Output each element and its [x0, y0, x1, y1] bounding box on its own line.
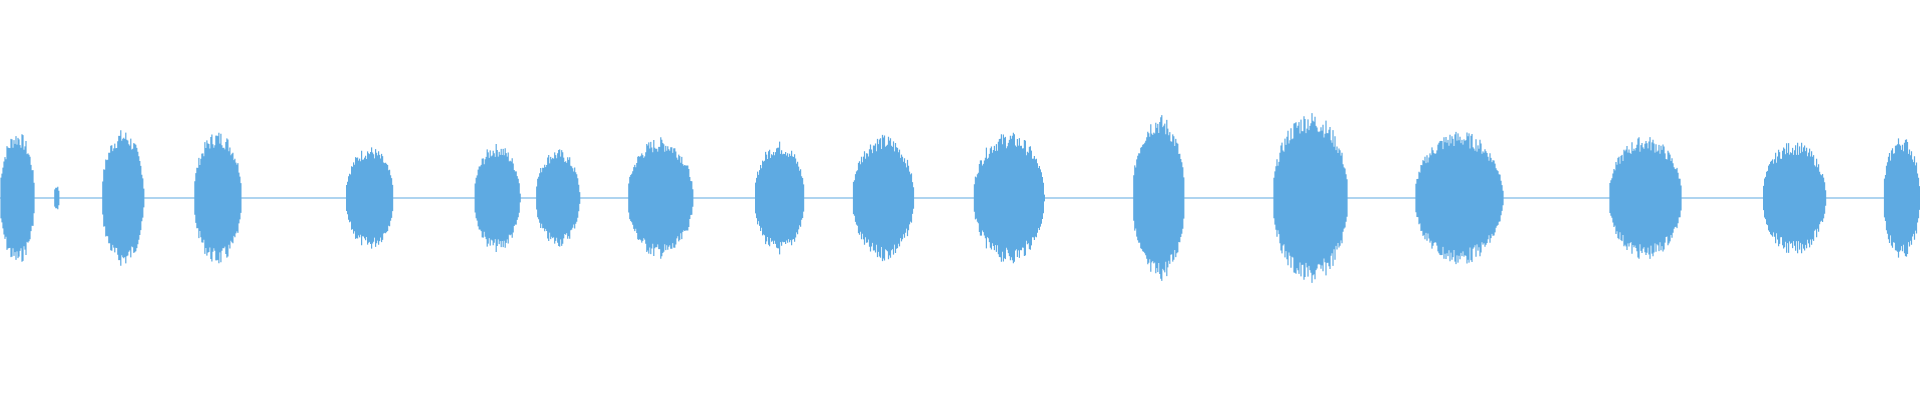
waveform-segment	[755, 141, 805, 255]
waveform-bar	[346, 147, 394, 249]
waveform-bar	[755, 141, 805, 255]
waveform-segment	[536, 149, 581, 247]
waveform-segment	[54, 186, 60, 210]
waveform-segment	[474, 144, 521, 252]
waveform-bar	[54, 186, 60, 210]
waveform-bar	[628, 137, 694, 259]
waveform-segment	[194, 132, 242, 264]
waveform-segment	[102, 130, 145, 266]
waveform-bar	[102, 130, 145, 266]
waveform-segment	[0, 134, 35, 262]
waveform-segment	[1763, 142, 1827, 254]
waveform-bar	[1883, 138, 1920, 258]
waveform-segment	[1273, 113, 1348, 283]
waveform-segment	[1883, 138, 1920, 258]
waveform-segment	[346, 147, 394, 249]
waveform-bar	[194, 132, 242, 264]
waveform-bar	[1415, 131, 1504, 265]
waveform-bar	[1273, 113, 1348, 283]
waveform-bar	[0, 134, 35, 262]
waveform-bar	[474, 144, 521, 252]
waveform-bar	[1609, 137, 1682, 259]
waveform-bar	[1133, 115, 1185, 281]
waveform-bar	[852, 134, 915, 262]
waveform-bar	[973, 132, 1045, 264]
waveform-segment	[1415, 131, 1504, 265]
waveform-segment	[852, 134, 915, 262]
waveform-bar	[1763, 142, 1827, 254]
waveform-segment	[1609, 137, 1682, 259]
waveform-segment	[1133, 115, 1185, 281]
waveform-bar	[536, 149, 581, 247]
waveform-segment	[973, 132, 1045, 264]
waveform-segment	[628, 137, 694, 259]
